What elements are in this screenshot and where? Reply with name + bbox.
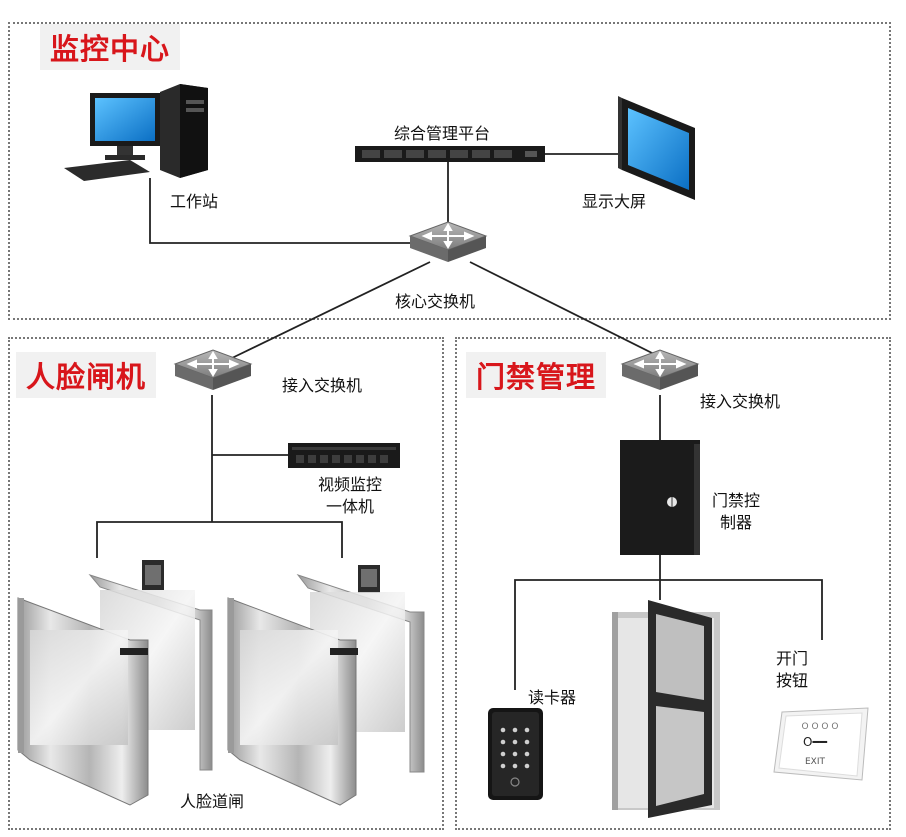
workstation-icon xyxy=(64,84,208,181)
turnstile-gate-1 xyxy=(17,560,213,806)
exit-button-key-text: O━━ xyxy=(803,735,828,749)
display-wall-label: 显示大屏 xyxy=(582,192,647,211)
video-nvr-icon xyxy=(288,443,400,468)
core-switch-icon xyxy=(409,221,487,263)
access-switch-left-icon xyxy=(174,349,252,391)
door-controller-label: 门禁控 制器 xyxy=(704,490,768,534)
exit-button-label-line2: 按钮 xyxy=(775,671,808,690)
access-switch-right-label: 接入交换机 xyxy=(700,392,781,411)
exit-button-label-line1: 开门 xyxy=(775,649,808,668)
core-switch-label: 核心交换机 xyxy=(395,292,476,311)
exit-button-icon: O O O O O━━ EXIT xyxy=(773,707,869,781)
video-nvr-label-line1: 视频监控 xyxy=(317,475,382,494)
platform-label: 综合管理平台 xyxy=(394,124,491,143)
video-nvr-label-line2: 一体机 xyxy=(325,497,374,516)
monitoring-center-zone xyxy=(8,22,891,320)
door-controller-icon xyxy=(620,440,700,555)
connection-lines xyxy=(96,153,823,690)
exit-button-exit-text: EXIT xyxy=(805,757,826,767)
face-gate-title: 人脸闸机 xyxy=(16,352,157,398)
monitoring-center-title: 监控中心 xyxy=(40,24,181,70)
exit-button-label: 开门 按钮 xyxy=(772,648,812,692)
door-controller-label-line2: 制器 xyxy=(719,513,752,532)
video-nvr-label: 视频监控 一体机 xyxy=(310,474,390,518)
access-control-zone xyxy=(455,337,891,830)
face-gate-zone xyxy=(8,337,444,830)
turnstile-gate-2 xyxy=(227,565,425,806)
display-wall-icon xyxy=(618,96,695,200)
card-reader-label: 读卡器 xyxy=(528,688,577,707)
face-turnstile-label: 人脸道闸 xyxy=(180,792,245,811)
platform-server-icon xyxy=(355,146,545,162)
access-switch-left-label: 接入交换机 xyxy=(282,376,363,395)
exit-button-top-text: O O O O xyxy=(802,722,839,732)
card-reader-icon xyxy=(488,708,543,800)
door-controller-label-line1: 门禁控 xyxy=(711,491,760,510)
workstation-label: 工作站 xyxy=(170,192,219,211)
door-icon xyxy=(612,600,720,818)
access-control-title: 门禁管理 xyxy=(466,352,607,398)
access-switch-right-icon xyxy=(621,349,699,391)
